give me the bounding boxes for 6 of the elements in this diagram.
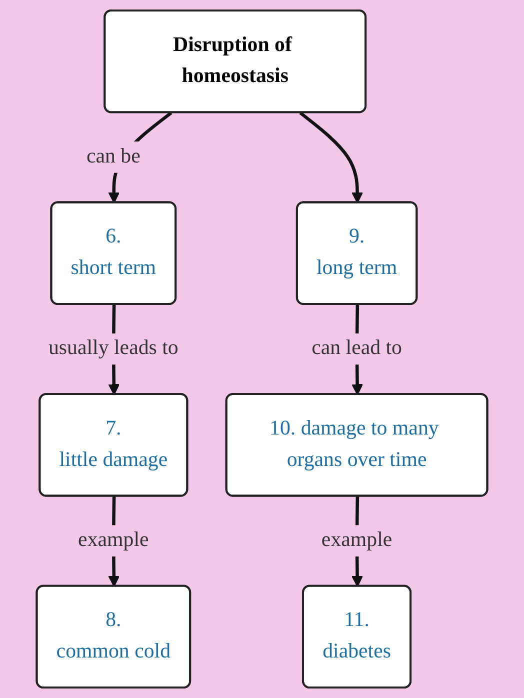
edge-label: can lead to xyxy=(312,337,402,360)
edge-label: can be xyxy=(86,145,140,168)
edge-label: example xyxy=(78,529,149,552)
edge-label: example xyxy=(321,529,392,552)
edge-label: usually leads to xyxy=(48,337,178,360)
arrow xyxy=(299,112,364,204)
